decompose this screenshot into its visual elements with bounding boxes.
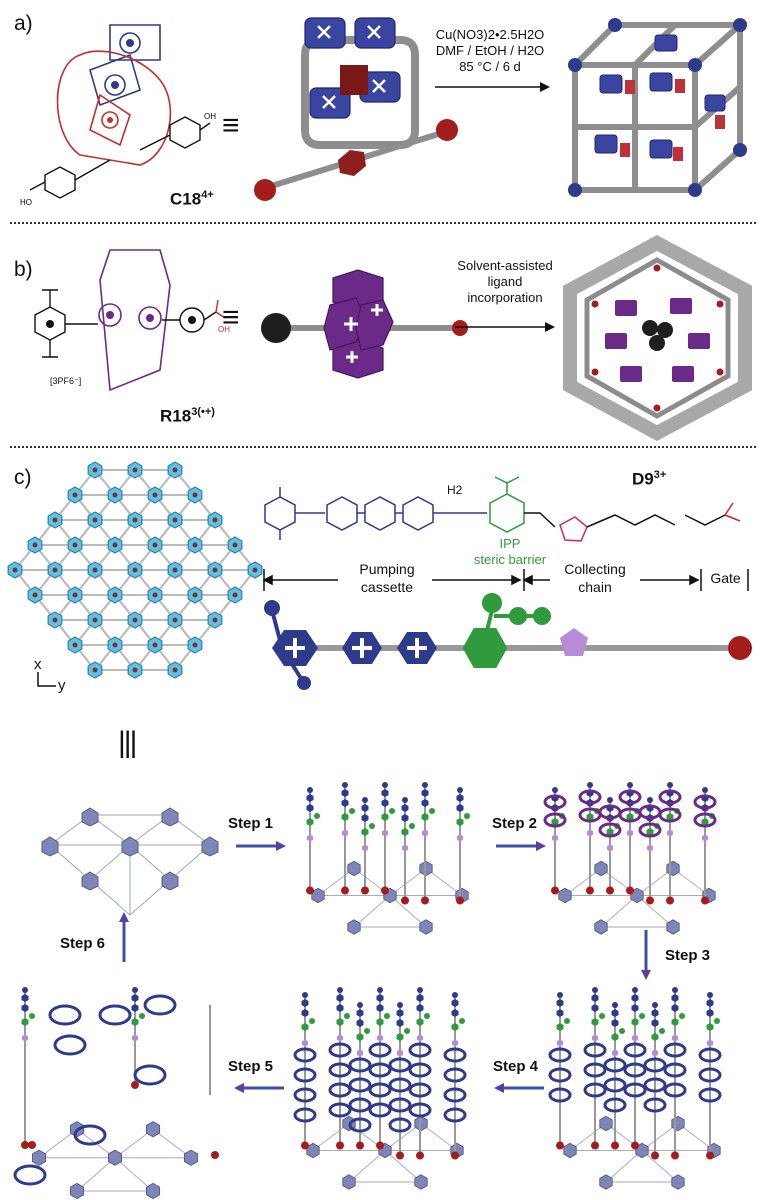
step-6-arrow xyxy=(119,912,129,962)
c18-3d-model xyxy=(254,17,458,201)
equiv-a: ≡ xyxy=(222,109,240,142)
step-1-arrow xyxy=(236,841,286,851)
equiv-b: ≡ xyxy=(222,301,240,334)
h2-label: H2 xyxy=(447,483,463,497)
axis-x-label: x xyxy=(34,656,42,673)
step-5-label: Step 5 xyxy=(228,1058,274,1075)
mof-hexagonal-pore xyxy=(563,235,752,441)
svg-text:HO: HO xyxy=(20,198,32,207)
segment-collecting-1: Collecting xyxy=(564,561,626,577)
conditions-line-1: Cu(NO3)2•2.5H2O xyxy=(435,27,545,42)
panel-b-label: b) xyxy=(14,258,33,281)
step-3-label: Step 3 xyxy=(665,947,711,964)
reaction-arrow-b xyxy=(455,322,555,332)
separator-ab xyxy=(10,222,756,224)
mof-grid-base xyxy=(41,807,219,916)
c18-label: C18 xyxy=(170,189,202,209)
conditions-line-2: DMF / EtOH / H2O xyxy=(435,43,545,58)
segment-pumping-2: cassette xyxy=(360,579,414,595)
segment-collecting-2: chain xyxy=(578,579,612,595)
svg-text:OH: OH xyxy=(204,112,216,121)
scene-step5-release xyxy=(13,987,219,1200)
conditions-line-3: 85 °C / 6 d xyxy=(459,59,521,74)
step-3-arrow xyxy=(641,930,651,980)
counterion: [3PF6⁻] xyxy=(50,376,82,386)
svg-text:OH: OH xyxy=(218,325,230,334)
d9-cartoon xyxy=(264,593,752,690)
reaction-arrow-a xyxy=(435,82,550,92)
step-2-arrow xyxy=(496,841,546,851)
segment-gate: Gate xyxy=(710,570,741,586)
d9-charge: 3+ xyxy=(653,469,667,481)
c18-charge: 4+ xyxy=(201,189,214,201)
process-line-1: Solvent-assisted xyxy=(457,258,553,273)
d9-chemical-structure xyxy=(264,476,741,542)
d9-label: D9 xyxy=(632,469,654,489)
mof-lattice-xy xyxy=(7,461,263,679)
panel-c-label: c) xyxy=(14,466,32,489)
scene-step3-pumped xyxy=(548,987,722,1190)
r18-charge: 3(•+) xyxy=(191,406,215,418)
step-4-arrow xyxy=(494,1083,544,1093)
panel-a-label: a) xyxy=(14,12,33,35)
step-4-label: Step 4 xyxy=(493,1058,539,1075)
equiv-vertical: ||| xyxy=(118,726,137,759)
segment-brackets xyxy=(262,569,749,591)
ipp-sub-label: steric barrier xyxy=(473,552,547,567)
r18-3d-model xyxy=(261,269,468,379)
axis-corner xyxy=(37,672,56,687)
process-line-2: ligand xyxy=(487,274,523,289)
r18-label: R18 xyxy=(160,406,192,426)
scene-step4-pumped-twice xyxy=(293,987,467,1190)
scene-step2-rings-captured xyxy=(543,782,717,935)
process-line-3: incorporation xyxy=(467,290,543,305)
r18-chemical-structure: OH xyxy=(34,249,230,392)
mof-cube-3d xyxy=(568,18,748,197)
ipp-label: IPP xyxy=(499,536,521,551)
axis-y-label: y xyxy=(58,677,66,694)
step-1-label: Step 1 xyxy=(228,815,274,832)
c18-chemical-structure: HO OH xyxy=(20,24,216,207)
step-2-label: Step 2 xyxy=(492,815,538,832)
step-6-label: Step 6 xyxy=(60,935,106,952)
scene-step1-loaded xyxy=(306,782,470,935)
segment-pumping-1: Pumping xyxy=(359,561,415,577)
separator-bc xyxy=(10,446,756,448)
step-5-arrow xyxy=(234,1083,284,1093)
